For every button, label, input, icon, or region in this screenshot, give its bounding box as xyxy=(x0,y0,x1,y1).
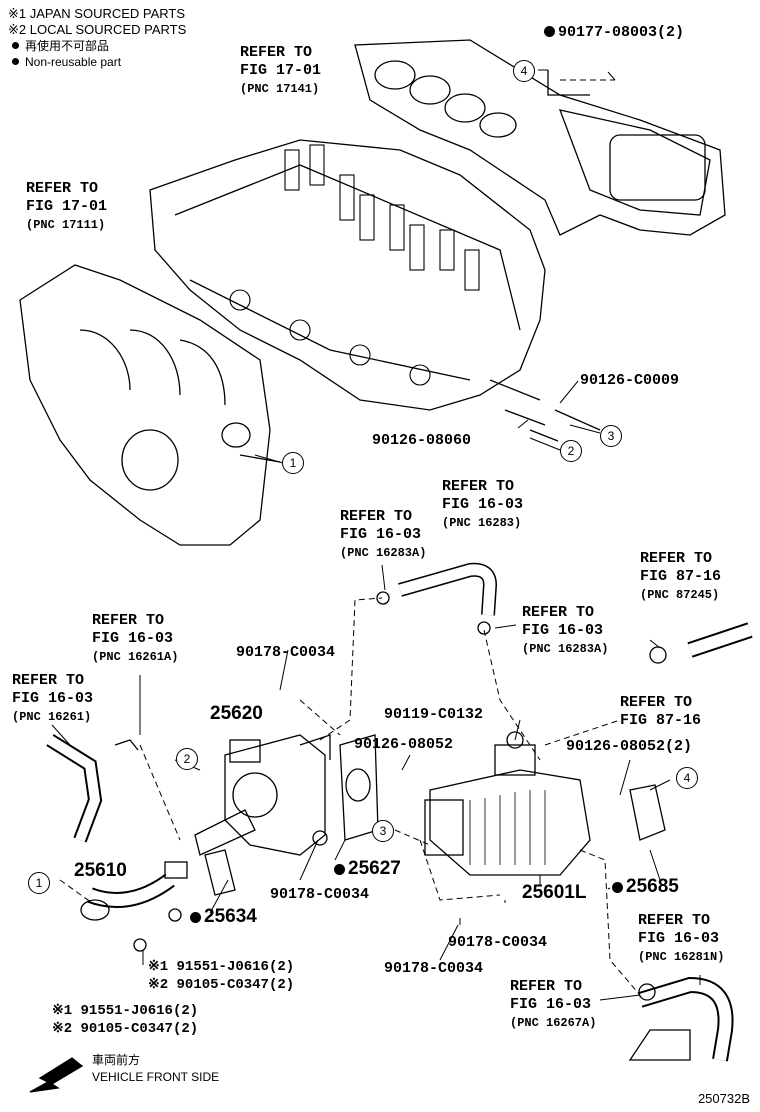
nonreusable-dot-icon xyxy=(190,912,201,923)
egr-cooler xyxy=(424,731,591,876)
part-25620[interactable]: 25620 xyxy=(210,703,263,724)
nonreusable-dot-icon xyxy=(544,26,555,37)
part-90126-08060[interactable]: 90126-08060 xyxy=(372,432,472,449)
part-90105-c0347-a[interactable]: ※2 90105-C0347(2) xyxy=(148,977,295,993)
part-90178-c0034-mid[interactable]: 90178-C0034 xyxy=(270,886,370,903)
legend-nonreusable-jp: 再使用不可部品 xyxy=(8,38,186,54)
part-25601l[interactable]: 25601L xyxy=(522,882,587,903)
part-90178-c0034-top[interactable]: 90178-C0034 xyxy=(236,644,336,661)
callout-1: 1 xyxy=(282,452,304,474)
part-91551-j0616-a[interactable]: ※1 91551-J0616(2) xyxy=(148,959,295,975)
part-90126-08052[interactable]: 90126-08052 xyxy=(354,736,454,753)
callout-1: 1 xyxy=(28,872,50,894)
legend: ※1 JAPAN SOURCED PARTS ※2 LOCAL SOURCED … xyxy=(8,6,186,70)
part-25610[interactable]: 25610 xyxy=(74,860,127,881)
egr-pipe xyxy=(80,861,188,952)
callout-3: 3 xyxy=(600,425,622,447)
front-label-jp: 車両前方 xyxy=(92,1053,141,1067)
exhaust-manifold xyxy=(354,39,726,236)
egr-valve xyxy=(194,734,331,856)
part-90126-08052-2[interactable]: 90126-08052(2) xyxy=(566,738,693,755)
part-90119-c0132[interactable]: 90119-C0132 xyxy=(384,706,484,723)
part-91551-j0616-b[interactable]: ※1 91551-J0616(2) xyxy=(52,1003,199,1019)
callout-2: 2 xyxy=(560,440,582,462)
legend-japan-sourced: ※1 JAPAN SOURCED PARTS xyxy=(8,6,186,21)
front-label-en: VEHICLE FRONT SIDE xyxy=(92,1070,220,1084)
legend-local-sourced: ※2 LOCAL SOURCED PARTS xyxy=(8,22,187,37)
nonreusable-dot-icon xyxy=(334,864,345,875)
legend-nonreusable-en: Non-reusable part xyxy=(8,54,186,70)
part-90178-c0034-bottom[interactable]: 90178-C0034 xyxy=(384,960,484,977)
diagram-code: 250732B xyxy=(697,1091,750,1106)
part-90177-08003[interactable]: 90177-08003(2) xyxy=(544,24,684,41)
part-25685[interactable]: 25685 xyxy=(612,876,679,898)
bullet-icon xyxy=(12,42,19,49)
dashed-guides xyxy=(59,79,641,996)
callout-4: 4 xyxy=(676,767,698,789)
part-90178-c0034-right[interactable]: 90178-C0034 xyxy=(448,934,548,951)
part-25627[interactable]: 25627 xyxy=(334,858,401,880)
callout-4: 4 xyxy=(513,60,535,82)
part-25634[interactable]: 25634 xyxy=(190,906,257,928)
part-90126-c0009[interactable]: 90126-C0009 xyxy=(580,372,680,389)
nonreusable-dot-icon xyxy=(612,882,623,893)
intake-manifold xyxy=(19,264,281,546)
leader-lines xyxy=(51,69,701,1001)
callout-3: 3 xyxy=(372,820,394,842)
part-90105-c0347-b[interactable]: ※2 90105-C0347(2) xyxy=(52,1021,199,1037)
callout-2: 2 xyxy=(176,748,198,770)
bullet-icon xyxy=(12,58,19,65)
cylinder-head xyxy=(149,139,601,442)
egr-hoses xyxy=(46,562,753,1062)
vehicle-front-arrow xyxy=(29,1057,84,1093)
gaskets xyxy=(204,734,666,896)
